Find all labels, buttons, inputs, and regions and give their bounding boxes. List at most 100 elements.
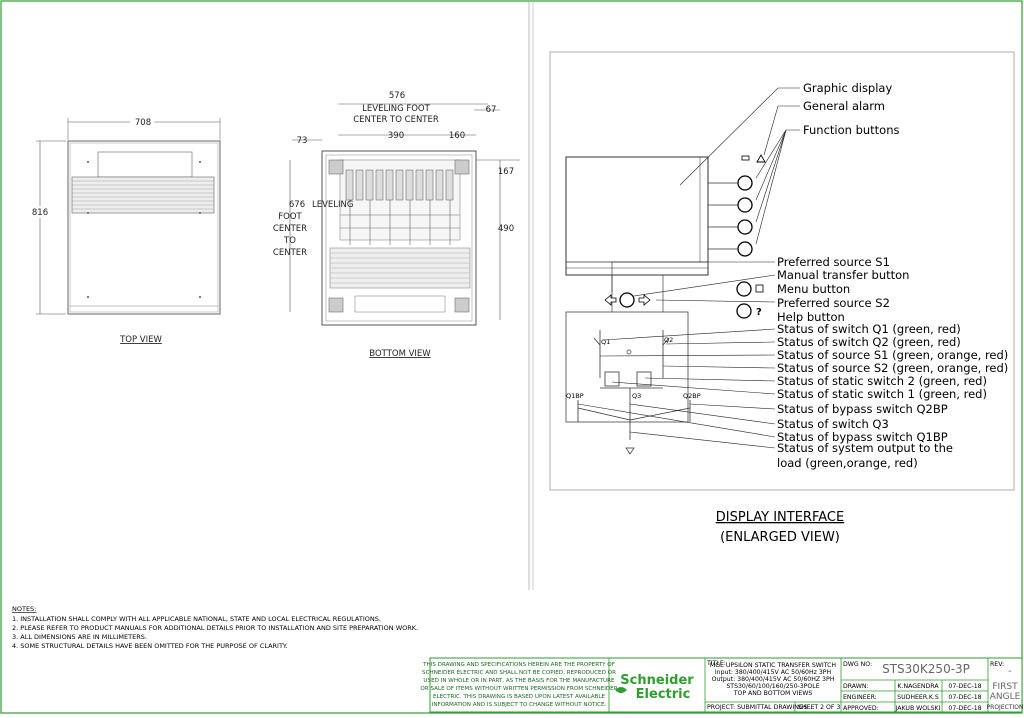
switch-q2bp-label: Q2BP bbox=[683, 392, 701, 400]
engineer-label: ENGINEER: bbox=[843, 694, 877, 701]
callout-switch-q3: Status of switch Q3 bbox=[777, 417, 889, 431]
top-height-dim: 816 bbox=[32, 208, 48, 218]
source-s1-arrow-icon bbox=[604, 294, 617, 306]
dwg-label: DWG NO: bbox=[843, 661, 872, 668]
help-button bbox=[736, 303, 752, 319]
title-line-2: Input: 380/400/415V AC 50/60Hz 3PH bbox=[715, 669, 832, 676]
dim-390: 390 bbox=[388, 131, 404, 141]
drawn-date: 07-DEC-18 bbox=[948, 683, 981, 690]
disclaimer-line-6: INFORMATION AND IS SUBJECT TO CHANGE WIT… bbox=[432, 702, 607, 708]
dim-v-to: TO bbox=[283, 236, 296, 246]
disclaimer-line-3: USED IN WHOLE OR IN PART, AS THE BASIS F… bbox=[423, 678, 615, 684]
manual-transfer-button bbox=[619, 292, 635, 308]
callout-status-q1: Status of switch Q1 (green, red) bbox=[777, 322, 961, 336]
disclaimer-line-1: THIS DRAWING AND SPECIFICATIONS HEREIN A… bbox=[422, 662, 615, 668]
callout-manual-transfer: Manual transfer button bbox=[777, 268, 909, 282]
callout-leaders bbox=[577, 87, 800, 449]
note-2: 2. PLEASE REFER TO PRODUCT MANUALS FOR A… bbox=[12, 624, 418, 632]
engineer-date: 07-DEC-18 bbox=[948, 694, 981, 701]
callout-graphic-display: Graphic display bbox=[803, 81, 892, 95]
dim-v-leveling: LEVELING bbox=[312, 200, 353, 210]
source-s2-arrow-icon bbox=[638, 294, 651, 306]
callout-system-output: Status of system output to the bbox=[777, 441, 953, 455]
title-line-5: TOP AND BOTTOM VIEWS bbox=[733, 690, 813, 697]
engineer-name: SUDHEER.K.S bbox=[897, 694, 939, 701]
dim-160: 160 bbox=[449, 131, 465, 141]
dim-73: 73 bbox=[297, 136, 308, 146]
callout-help-button: Help button bbox=[777, 310, 845, 324]
title-line-3: Output: 380/400/415V AC 50/60HZ 3PH bbox=[712, 676, 835, 683]
logo-line-1: Schneider bbox=[620, 673, 694, 688]
title-line-1: MGE UPSILON STATIC TRANSFER SWITCH bbox=[710, 662, 837, 669]
logo-line-2: Electric bbox=[636, 687, 691, 702]
rev-value: - bbox=[1008, 666, 1012, 677]
drawn-name: K.NAGENDRA bbox=[897, 683, 939, 690]
switch-q1-label: Q1 bbox=[601, 338, 610, 346]
function-buttons bbox=[737, 175, 753, 257]
title-block: THIS DRAWING AND SPECIFICATIONS HEREIN A… bbox=[420, 657, 1024, 713]
note-3: 3. ALL DIMENSIONS ARE IN MILLIMETERS. bbox=[12, 633, 147, 641]
dim-676: 676 bbox=[289, 200, 305, 210]
callout-menu-button: Menu button bbox=[777, 282, 850, 296]
callout-static-switch-1: Status of static switch 1 (green, red) bbox=[777, 387, 987, 401]
function-button-4 bbox=[737, 241, 753, 257]
callout-bypass-q2bp: Status of bypass switch Q2BP bbox=[777, 402, 948, 416]
bottom-view-title: BOTTOM VIEW bbox=[369, 349, 431, 359]
dim-576: 576 bbox=[389, 91, 405, 101]
switch-q1bp-label: Q1BP bbox=[566, 392, 584, 400]
note-1: 1. INSTALLATION SHALL COMPLY WITH ALL AP… bbox=[12, 615, 381, 623]
projection-line-1: FIRST bbox=[992, 682, 1018, 692]
dim-490: 490 bbox=[498, 224, 514, 234]
dim-v-center: CENTER bbox=[273, 224, 307, 234]
function-button-3 bbox=[737, 219, 753, 235]
dim-v-center2: CENTER bbox=[273, 248, 307, 258]
title-line-4: STS30/60/100/160/250-3POLE bbox=[726, 683, 819, 690]
approved-name: JAKUB WOLSKI bbox=[895, 705, 941, 712]
notes-heading: NOTES: bbox=[12, 605, 36, 613]
disclaimer-line-5: ELECTRIC. THIS DRAWING IS BASED UPON LAT… bbox=[433, 694, 605, 700]
dwg-number: STS30K250-3P bbox=[882, 662, 970, 676]
approved-date: 07-DEC-18 bbox=[948, 705, 981, 712]
display-interface: ? Q1 Q2 Q3 Q1BP Q2BP bbox=[549, 51, 1015, 545]
top-view-title: TOP VIEW bbox=[119, 335, 162, 345]
rev-label: REV: bbox=[990, 661, 1004, 668]
projection-line-3: PROJECTION bbox=[987, 704, 1024, 711]
function-button-2 bbox=[737, 197, 753, 213]
alarm-led-icon bbox=[741, 155, 750, 161]
dim-167: 167 bbox=[498, 167, 514, 177]
callout-status-q2: Status of switch Q2 (green, red) bbox=[777, 335, 961, 349]
dim-v-foot: FOOT bbox=[278, 212, 302, 222]
top-width-dim: 708 bbox=[135, 118, 151, 128]
note-4: 4. SOME STRUCTURAL DETAILS HAVE BEEN OMI… bbox=[12, 642, 288, 650]
logo-mark-icon bbox=[615, 687, 627, 693]
callout-status-s1: Status of source S1 (green, orange, red) bbox=[777, 348, 1008, 362]
bottom-view: 576 LEVELING FOOT CENTER TO CENTER 67 39… bbox=[273, 91, 520, 359]
dim-center-to-center: CENTER TO CENTER bbox=[353, 115, 439, 125]
switch-q3-label: Q3 bbox=[632, 392, 641, 400]
switch-q2-label: Q2 bbox=[664, 336, 673, 344]
approved-label: APPROVED: bbox=[843, 705, 879, 712]
warning-triangle-icon bbox=[756, 154, 766, 163]
callout-function-buttons: Function buttons bbox=[803, 123, 900, 137]
display-interface-subtitle: (ENLARGED VIEW) bbox=[720, 530, 840, 545]
notes: NOTES: 1. INSTALLATION SHALL COMPLY WITH… bbox=[12, 605, 418, 650]
sheet-number: SHEET 2 OF 3 bbox=[798, 704, 840, 711]
project-label: PROJECT: SUBMITTAL DRAWINGS bbox=[707, 704, 808, 711]
dim-67: 67 bbox=[486, 105, 497, 115]
disclaimer-line-4: OR SALE OF ITEMS WITHOUT WRITTEN PERMISS… bbox=[420, 686, 617, 692]
output-arrow-icon bbox=[625, 447, 635, 455]
callout-general-alarm: General alarm bbox=[803, 99, 885, 113]
projection-line-2: ANGLE bbox=[990, 692, 1021, 702]
display-interface-title: DISPLAY INTERFACE bbox=[716, 510, 844, 525]
drawn-label: DRAWN: bbox=[843, 683, 869, 690]
function-button-1 bbox=[737, 175, 753, 191]
title-label: TITLE: bbox=[706, 660, 726, 667]
callout-status-s2: Status of source S2 (green, orange, red) bbox=[777, 361, 1008, 375]
dim-leveling-foot: LEVELING FOOT bbox=[362, 104, 430, 114]
callout-bypass-q1bp: Status of bypass switch Q1BP bbox=[777, 430, 948, 444]
help-icon: ? bbox=[756, 307, 762, 318]
callout-load-colors: load (green,orange, red) bbox=[777, 456, 918, 470]
